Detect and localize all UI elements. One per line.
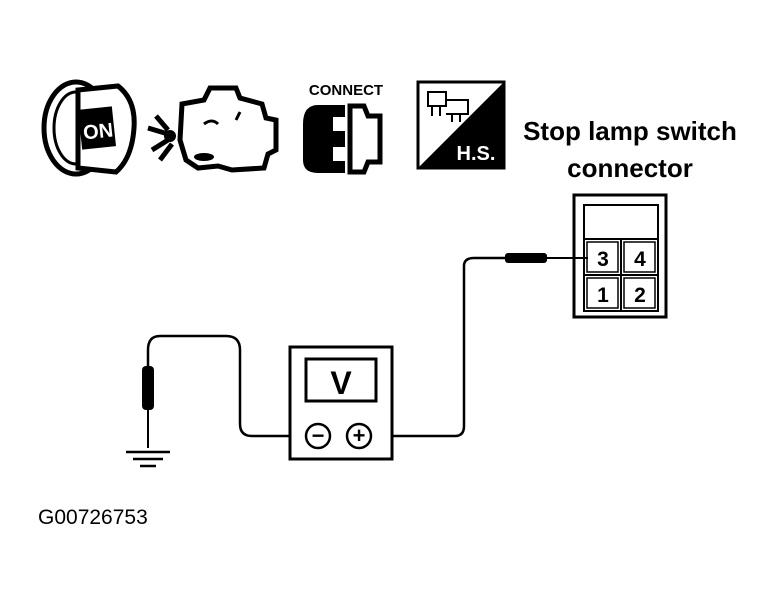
ground-icon xyxy=(126,450,170,468)
connect-label: CONNECT xyxy=(309,82,383,99)
negative-terminal-label: − xyxy=(312,423,325,448)
negative-terminal xyxy=(304,422,332,450)
connector-pin-1 xyxy=(586,277,619,309)
pin-label-3: 3 xyxy=(597,248,609,271)
figure-id: G00726753 xyxy=(38,506,148,529)
negative-probe xyxy=(142,334,306,448)
pin-label-2: 2 xyxy=(634,284,646,307)
connector-title-line1: Stop lamp switch xyxy=(523,116,737,146)
positive-probe xyxy=(371,253,588,438)
ignition-on-icon: ON xyxy=(41,79,137,177)
connector-symbol-icon xyxy=(427,91,469,122)
pin-label-1: 1 xyxy=(597,284,609,307)
voltmeter-display-label: V xyxy=(330,365,352,401)
stop-lamp-switch-connector: 3 4 1 2 xyxy=(572,193,668,319)
harness-side-label: H.S. xyxy=(457,143,496,165)
connector-title-line2: connector xyxy=(567,153,693,183)
connect-icon: CONNECT xyxy=(303,82,383,175)
connector-pin-4 xyxy=(623,241,656,273)
ignition-on-label: ON xyxy=(82,119,114,144)
positive-terminal-label: + xyxy=(353,423,366,448)
voltmeter: V − + xyxy=(288,345,394,461)
positive-terminal xyxy=(345,422,373,450)
voltmeter-display xyxy=(304,357,378,403)
engine-off-icon xyxy=(147,85,279,173)
connector-pin-2 xyxy=(623,277,656,309)
pin-label-4: 4 xyxy=(634,248,646,271)
harness-side-icon: H.S. xyxy=(416,80,506,170)
